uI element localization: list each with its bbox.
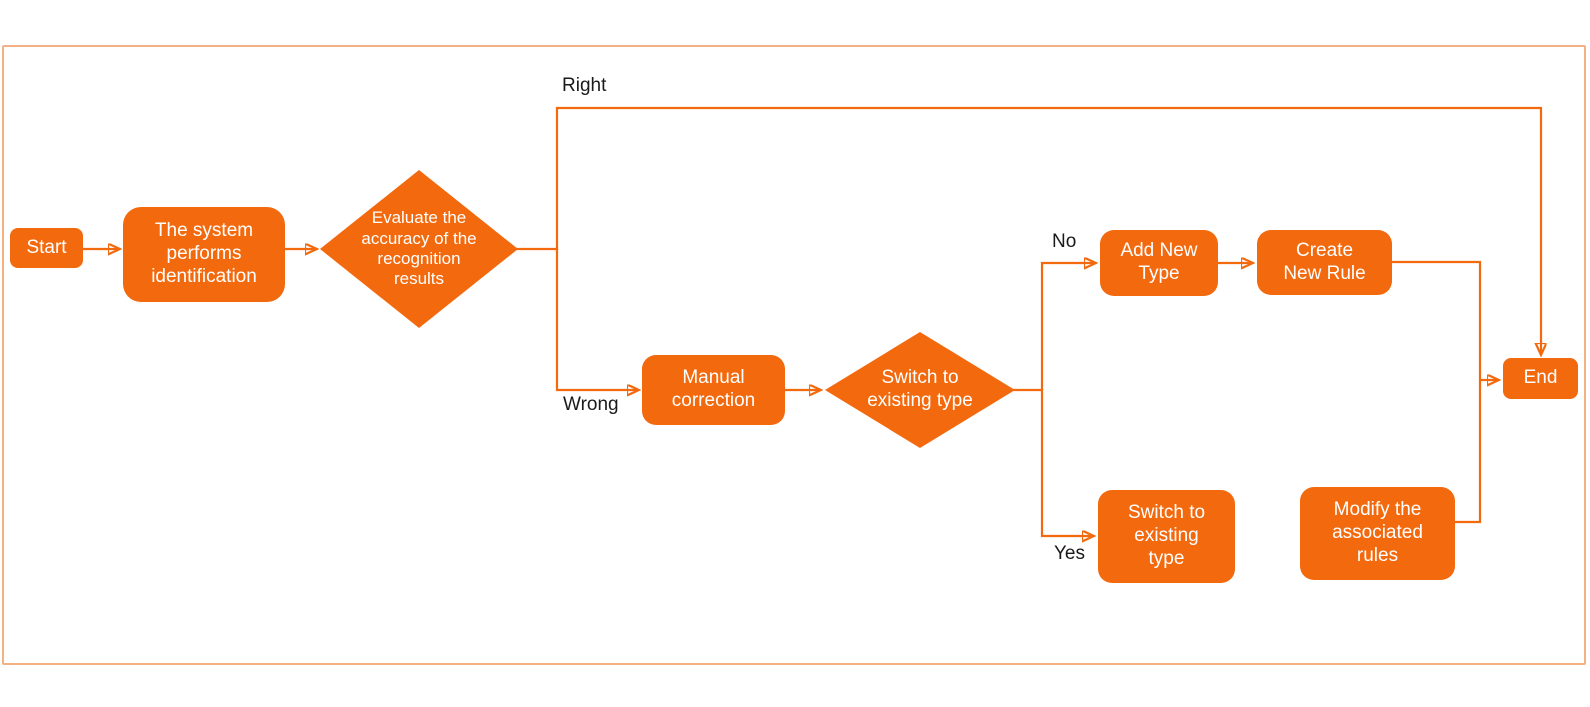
node-modify-associated-rules-label: Modify the associated rules — [1332, 499, 1423, 566]
node-add-new-type-label: Add New Type — [1120, 240, 1198, 284]
node-switch-existing-type-label: Switch to existing type — [1127, 502, 1206, 569]
edge-wrong-to-manual — [555, 248, 638, 390]
edge-label-right: Right — [562, 75, 607, 96]
edge-modify-rules-merge — [1455, 380, 1482, 524]
edge-right-to-end — [555, 106, 1541, 354]
node-modify-associated-rules: Modify the associated rules — [1300, 487, 1455, 580]
node-switch-existing-type: Switch to existing type — [1098, 490, 1235, 583]
diagram-frame — [2, 45, 1586, 665]
edge-yes-to-switch-existing — [1040, 389, 1093, 536]
node-system-identification-label: The system performs identification — [151, 220, 257, 287]
node-system-identification: The system performs identification — [123, 207, 285, 302]
node-add-new-type: Add New Type — [1100, 230, 1218, 296]
edge-label-yes: Yes — [1054, 543, 1085, 564]
edge-label-wrong: Wrong — [563, 394, 619, 415]
edge-create-rule-to-end — [1392, 260, 1498, 380]
node-end-label: End — [1523, 367, 1558, 389]
node-evaluate-accuracy-label: Evaluate the accuracy of the recognition… — [361, 208, 477, 289]
edge-no-to-add-new-type — [1040, 263, 1095, 391]
node-manual-correction: Manual correction — [642, 355, 785, 425]
node-create-new-rule-label: Create New Rule — [1283, 239, 1366, 284]
node-end: End — [1503, 358, 1578, 399]
node-manual-correction-label: Manual correction — [671, 367, 756, 411]
node-start-label: Start — [26, 236, 67, 258]
node-create-new-rule: Create New Rule — [1257, 230, 1392, 295]
node-start: Start — [10, 228, 83, 268]
node-switch-type-decision-label: Switch to existing type — [867, 367, 973, 411]
edge-label-no: No — [1052, 231, 1077, 252]
